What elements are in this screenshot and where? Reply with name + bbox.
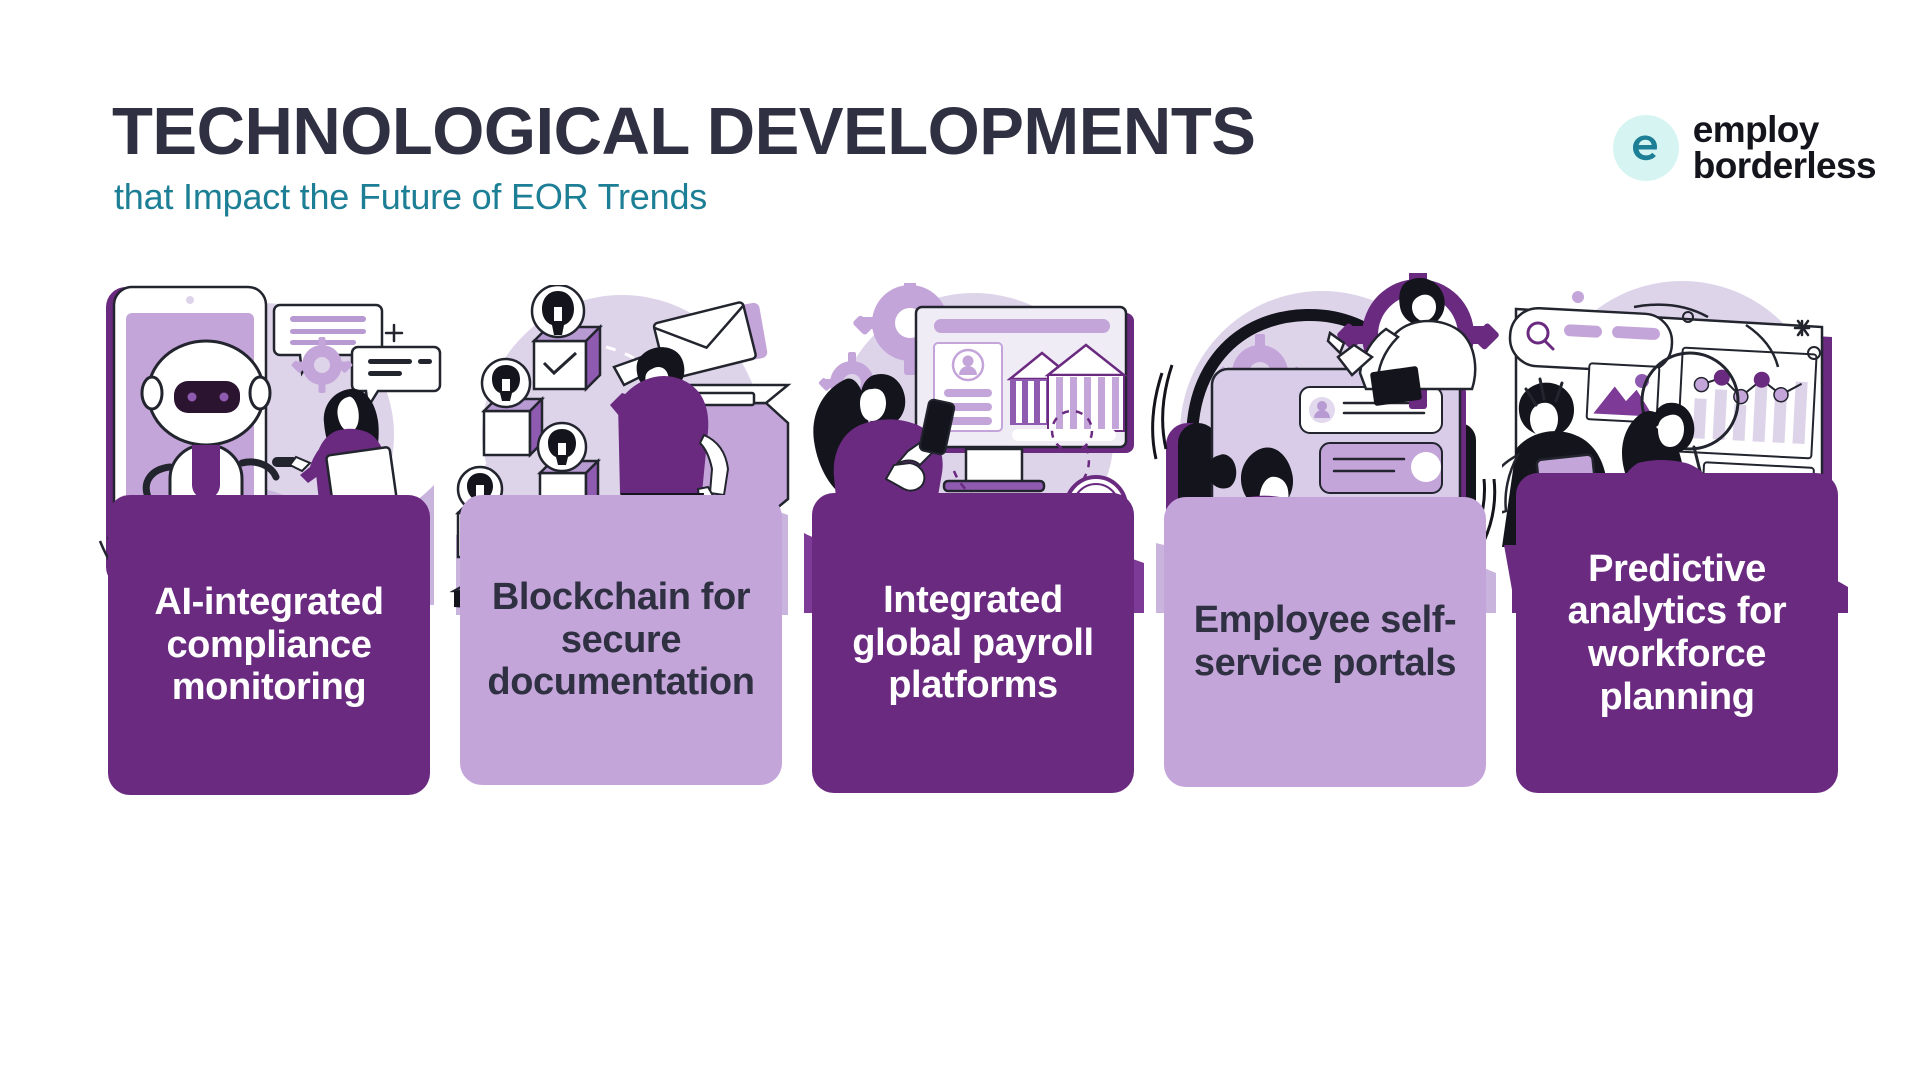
logo-line-2: borderless (1692, 144, 1877, 186)
brand-logo: employ borderless (1612, 109, 1877, 186)
logo-e-icon (1632, 135, 1657, 160)
card-1-panel[interactable]: AI-integrated compliance monitoring (108, 495, 430, 795)
page-title: TECHNOLOGICAL DEVELOPMENTS (112, 94, 1256, 169)
card-3-panel[interactable]: Integrated global payroll platforms (812, 493, 1134, 793)
card-5-label: Predictive analytics for workforce plann… (1567, 547, 1787, 718)
logo-wordmark: employ borderless (1692, 109, 1877, 186)
card-4-label: Employee self-service portals (1193, 599, 1457, 684)
logo-mark-circle (1612, 114, 1679, 181)
card-4-panel[interactable]: Employee self-service portals (1164, 497, 1486, 787)
card-5-panel[interactable]: Predictive analytics for workforce plann… (1516, 473, 1838, 793)
card-2-label: Blockchain for secure documentation (487, 576, 755, 704)
card-1-label: AI-integrated compliance monitoring (154, 581, 384, 709)
header: TECHNOLOGICAL DEVELOPMENTS that Impact t… (112, 94, 1256, 218)
card-3-label: Integrated global payroll platforms (852, 579, 1094, 707)
logo-line-1: employ (1692, 109, 1820, 150)
card-2-panel[interactable]: Blockchain for secure documentation (460, 495, 782, 785)
page-subtitle: that Impact the Future of EOR Trends (114, 176, 708, 218)
